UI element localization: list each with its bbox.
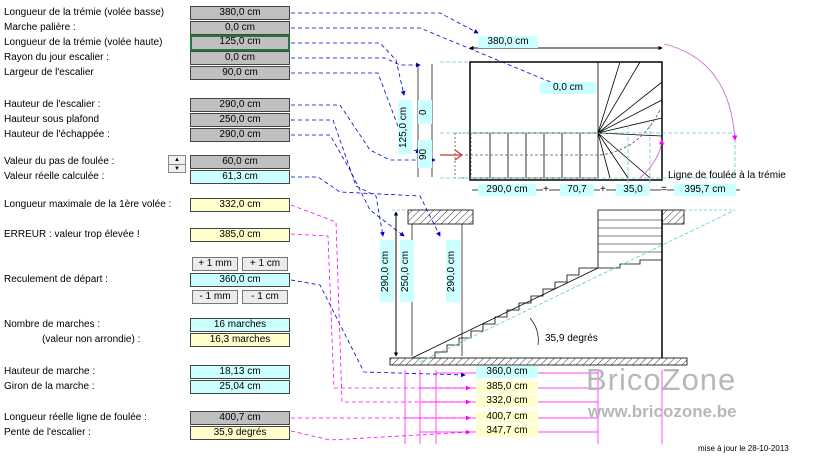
- rotation-arc: [663, 43, 738, 141]
- input-longueur-tremie-haute[interactable]: 125,0 cm: [190, 35, 290, 51]
- lower-flight: [434, 267, 598, 358]
- value-hauteur-marche: 18,13 cm: [190, 365, 290, 379]
- elev-h1-label: 290,0 cm: [380, 240, 394, 302]
- plan-dimensions: [417, 45, 740, 191]
- plan-seg3: 35,0: [616, 184, 650, 196]
- bottom-dim-3477: 347,7 cm: [476, 425, 538, 437]
- label-erreur: ERREUR : valeur trop élevée !: [4, 229, 140, 240]
- label-valeur-reelle: Valeur réelle calculée :: [4, 171, 105, 182]
- value-giron-marche: 25,04 cm: [190, 380, 290, 394]
- label-rayon-jour: Rayon du jour escalier :: [4, 52, 110, 63]
- plan-foulee-label: Ligne de foulée à la trémie: [668, 170, 786, 181]
- input-largeur-escalier[interactable]: 90,0 cm: [190, 66, 290, 80]
- upper-flight: [597, 210, 662, 269]
- value-valeur-reelle: 61,3 cm: [190, 170, 290, 184]
- plan-seg1: 290,0 cm: [478, 184, 536, 196]
- brand-url[interactable]: www.bricozone.be: [588, 402, 737, 421]
- input-marche-paliere[interactable]: 0,0 cm: [190, 21, 290, 35]
- label-valeur-non-arrondie: (valeur non arrondie) :: [42, 334, 141, 345]
- plan-op1: +: [543, 184, 549, 196]
- input-longueur-tremie-basse[interactable]: 380,0 cm: [190, 6, 290, 20]
- input-hauteur-plafond[interactable]: 250,0 cm: [190, 113, 290, 127]
- plan-width-label: 380,0 cm: [478, 36, 538, 48]
- plus-1mm-button[interactable]: + 1 mm: [192, 257, 238, 271]
- angle-arc: [529, 317, 539, 346]
- label-hauteur-marche: Hauteur de marche :: [4, 366, 96, 377]
- label-pente-escalier: Pente de l'escalier :: [4, 427, 91, 438]
- label-longueur-tremie-basse: Longueur de la trémie (volée basse): [4, 7, 165, 18]
- value-reculement-depart: 360,0 cm: [190, 273, 290, 287]
- label-marche-paliere: Marche palière :: [4, 22, 76, 33]
- value-longueur-max-volee: 332,0 cm: [190, 198, 290, 212]
- input-hauteur-escalier[interactable]: 290,0 cm: [190, 98, 290, 112]
- elev-angle-label: 35,9 degrés: [545, 333, 598, 345]
- label-hauteur-escalier: Hauteur de l'escalier :: [4, 99, 101, 110]
- label-pas-foulee: Valeur du pas de foulée :: [4, 156, 115, 167]
- plan-total: 395,7 cm: [674, 184, 736, 196]
- plan-marche-label: 0,0 cm: [540, 82, 596, 94]
- label-hauteur-echappee: Hauteur de l'échappée :: [4, 129, 110, 140]
- plan-125-label: 125,0 cm: [398, 100, 412, 154]
- input-pas-foulee[interactable]: 60,0 cm: [190, 155, 290, 169]
- value-non-arrondie: 16,3 marches: [190, 333, 290, 347]
- spinner-up-icon[interactable]: ▲: [169, 156, 185, 165]
- value-longueur-reelle-foulee: 400,7 cm: [190, 411, 290, 425]
- input-hauteur-echappee[interactable]: 290,0 cm: [190, 128, 290, 142]
- bottom-dim-360: 360,0 cm: [476, 366, 538, 378]
- label-reculement-depart: Reculement de départ :: [4, 274, 108, 285]
- bottom-dim-385: 385,0 cm: [476, 381, 538, 393]
- label-hauteur-plafond: Hauteur sous plafond: [4, 114, 100, 125]
- pas-foulee-spinner[interactable]: ▲ ▼: [168, 155, 186, 173]
- plan-seg2: 70,7: [560, 184, 594, 196]
- value-nombre-marches: 16 marches: [190, 318, 290, 332]
- value-pente-escalier: 35,9 degrés: [190, 426, 290, 440]
- label-nombre-marches: Nombre de marches :: [4, 319, 101, 330]
- plan-op2: +: [600, 184, 606, 196]
- plan-view: [454, 61, 663, 181]
- plan-cyan-guides: [440, 61, 736, 185]
- label-longueur-tremie-haute: Longueur de la trémie (volée haute): [4, 37, 163, 48]
- plan-direction-arrow-icon: [440, 149, 464, 161]
- update-date: mise à jour le 28-10-2013: [698, 444, 789, 453]
- bottom-dim-332: 332,0 cm: [476, 395, 538, 407]
- plus-1cm-button[interactable]: + 1 cm: [242, 257, 288, 271]
- plan-0-label: 0: [418, 100, 432, 124]
- brand-logo: BricoZone: [586, 362, 737, 397]
- elev-h2-label: 250,0 cm: [400, 240, 414, 302]
- label-largeur-escalier: Largeur de l'escalier: [4, 67, 94, 78]
- minus-1cm-button[interactable]: - 1 cm: [242, 290, 288, 304]
- plan-90-label: 90: [418, 140, 432, 168]
- label-longueur-reelle-foulee: Longueur réelle ligne de foulée :: [4, 412, 147, 423]
- label-longueur-max-volee: Longueur maximale de la 1ère volée :: [4, 199, 172, 210]
- value-erreur: 385,0 cm: [190, 228, 290, 242]
- elevation-view: [389, 209, 735, 366]
- elev-h3-label: 290,0 cm: [446, 240, 460, 302]
- input-rayon-jour[interactable]: 0,0 cm: [190, 51, 290, 65]
- blue-leader-lines: [290, 12, 566, 378]
- label-giron-marche: Giron de la marche :: [4, 381, 95, 392]
- minus-1mm-button[interactable]: - 1 mm: [192, 290, 238, 304]
- spinner-down-icon[interactable]: ▼: [174, 166, 180, 172]
- plan-op3: =: [661, 184, 667, 196]
- bottom-dim-4007: 400,7 cm: [476, 411, 538, 423]
